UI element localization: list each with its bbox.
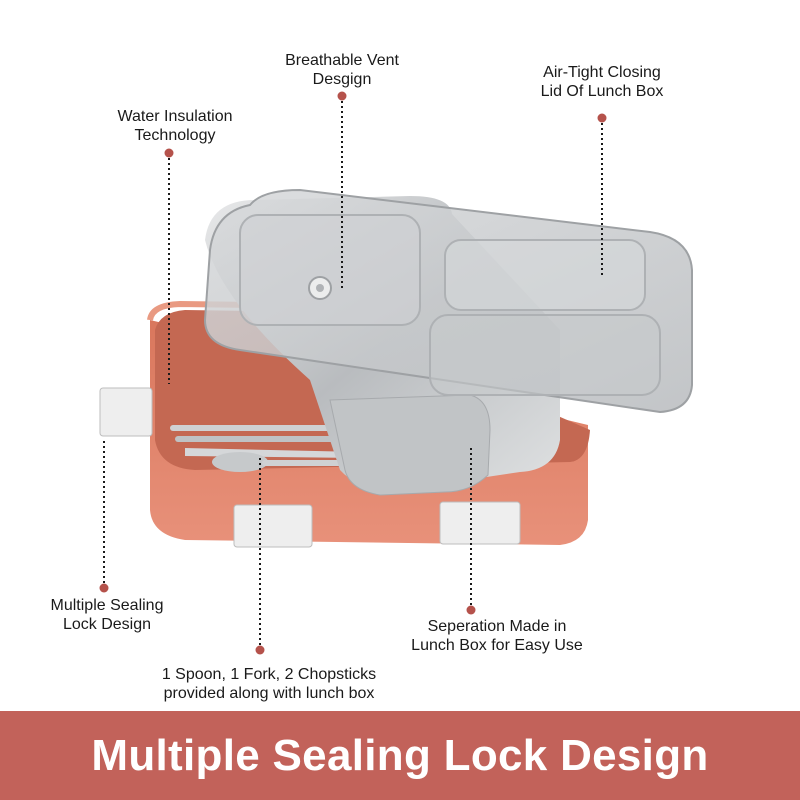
pointer-dot-airtight [597,113,607,123]
pointer-dot-vent [337,91,347,101]
pointer-dot-insulation [164,148,174,158]
vent-center [316,284,324,292]
callout-separation-line1: Seperation Made in [427,618,567,635]
box-rim [147,300,331,321]
pointer-dot-sealing [99,583,109,593]
side-lock-clip [99,387,153,437]
front-lock-clip-left [233,504,313,548]
pointer-dot-separation [466,605,476,615]
callout-sealing-line1: Multiple Sealing [50,597,164,614]
callout-sealing: Multiple Sealing Lock Design [22,596,192,634]
callout-cutlery-line1: 1 Spoon, 1 Fork, 2 Chopsticks [161,666,377,683]
lid-compartment-top-right [444,239,646,311]
callout-vent-line2: Desgign [312,71,372,88]
banner-title: Multiple Sealing Lock Design [91,730,709,780]
callout-insulation-line2: Technology [134,127,216,144]
callout-sealing-line2: Lock Design [62,616,152,633]
pointer-lines [103,96,603,650]
lunch-box-illustration [99,91,693,655]
callout-airtight: Air-Tight Closing Lid Of Lunch Box [502,63,702,101]
callout-separation: Seperation Made in Lunch Box for Easy Us… [382,617,612,655]
callout-airtight-line1: Air-Tight Closing [543,64,661,81]
lid-compartment-left [239,214,421,326]
front-lock-clip-right [439,501,521,545]
callout-vent: Breathable Vent Desgign [242,51,442,89]
callout-insulation-line1: Water Insulation [117,108,233,125]
pointer-dots [99,91,607,655]
callout-cutlery: 1 Spoon, 1 Fork, 2 Chopsticks provided a… [134,665,404,703]
spoon-head [212,452,268,472]
callout-insulation: Water Insulation Technology [85,107,265,145]
callout-separation-line2: Lunch Box for Easy Use [411,637,583,654]
tray-front [329,394,491,496]
callout-cutlery-line2: provided along with lunch box [163,685,375,702]
pointer-dot-cutlery [255,645,265,655]
chopstick [175,436,380,442]
bottom-banner: Multiple Sealing Lock Design [0,711,800,800]
callout-airtight-line2: Lid Of Lunch Box [540,83,664,100]
lid-compartment-bottom-right [429,314,661,396]
callout-vent-line1: Breathable Vent [285,52,399,69]
